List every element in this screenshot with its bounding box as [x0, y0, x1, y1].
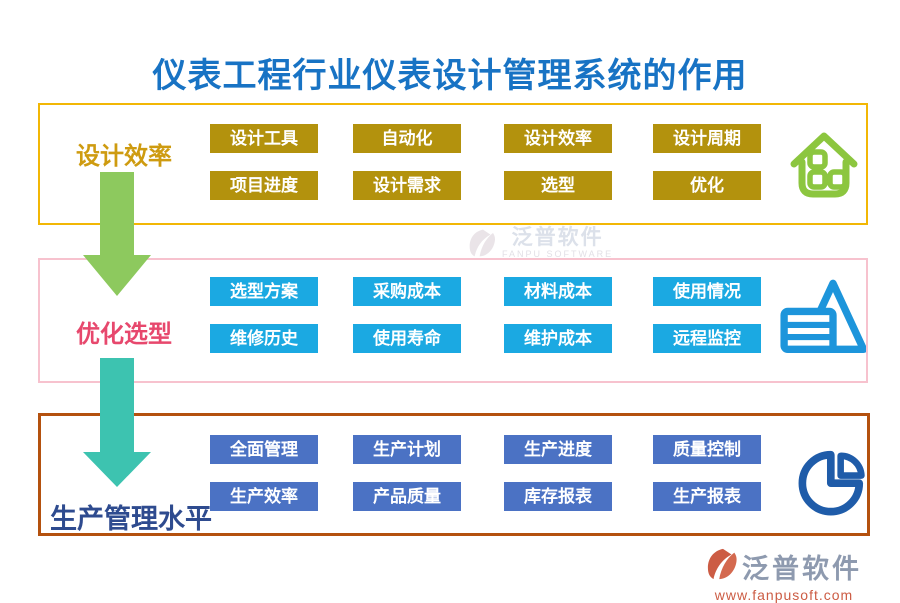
- tag-purchase-cost: 采购成本: [353, 277, 461, 306]
- tag-design-cycle: 设计周期: [653, 124, 761, 153]
- tag-selection: 选型: [504, 171, 612, 200]
- tag-overall-management: 全面管理: [210, 435, 318, 464]
- tag-material-cost: 材料成本: [504, 277, 612, 306]
- arrow-down-1: [82, 172, 152, 301]
- tag-production-report: 生产报表: [653, 482, 761, 511]
- watermark: 泛普软件 FANPU SOFTWARE: [468, 227, 613, 264]
- section-production-management: [38, 413, 870, 536]
- tag-project-progress: 项目进度: [210, 171, 318, 200]
- page-title: 仪表工程行业仪表设计管理系统的作用: [152, 57, 748, 95]
- home-icon: [782, 122, 866, 211]
- tag-automation: 自动化: [353, 124, 461, 153]
- label-design-efficiency: 设计效率: [76, 143, 172, 170]
- tag-inventory-report: 库存报表: [504, 482, 612, 511]
- fanpu-logo-icon: [706, 546, 740, 587]
- tag-product-quality: 产品质量: [353, 482, 461, 511]
- tag-production-plan: 生产计划: [353, 435, 461, 464]
- tag-design-efficiency: 设计效率: [504, 124, 612, 153]
- tag-usage-status: 使用情况: [653, 277, 761, 306]
- fanpu-logo-icon: [468, 227, 498, 264]
- pie-chart-icon: [798, 446, 868, 521]
- footer-logo: 泛普软件 www.fanpusoft.com: [706, 546, 862, 603]
- tag-quality-control: 质量控制: [653, 435, 761, 464]
- tag-design-requirements: 设计需求: [353, 171, 461, 200]
- tag-optimization: 优化: [653, 171, 761, 200]
- tag-service-life: 使用寿命: [353, 324, 461, 353]
- tag-remote-monitoring: 远程监控: [653, 324, 761, 353]
- footer-url: www.fanpusoft.com: [714, 587, 854, 603]
- tag-production-efficiency: 生产效率: [210, 482, 318, 511]
- tag-repair-history: 维修历史: [210, 324, 318, 353]
- section-design-efficiency: [38, 103, 868, 225]
- tag-maintenance-cost: 维护成本: [504, 324, 612, 353]
- pyramid-list-icon: [778, 276, 868, 369]
- watermark-brand: 泛普软件: [511, 226, 604, 249]
- watermark-subtitle: FANPU SOFTWARE: [502, 249, 614, 259]
- footer-brand: 泛普软件: [742, 554, 862, 584]
- tag-design-tools: 设计工具: [210, 124, 318, 153]
- label-optimize-selection: 优化选型: [76, 321, 172, 348]
- tag-production-progress: 生产进度: [504, 435, 612, 464]
- section-optimize-selection: [38, 258, 868, 383]
- label-production-management: 生产管理水平: [50, 504, 212, 534]
- tag-selection-plan: 选型方案: [210, 277, 318, 306]
- arrow-down-2: [82, 358, 152, 492]
